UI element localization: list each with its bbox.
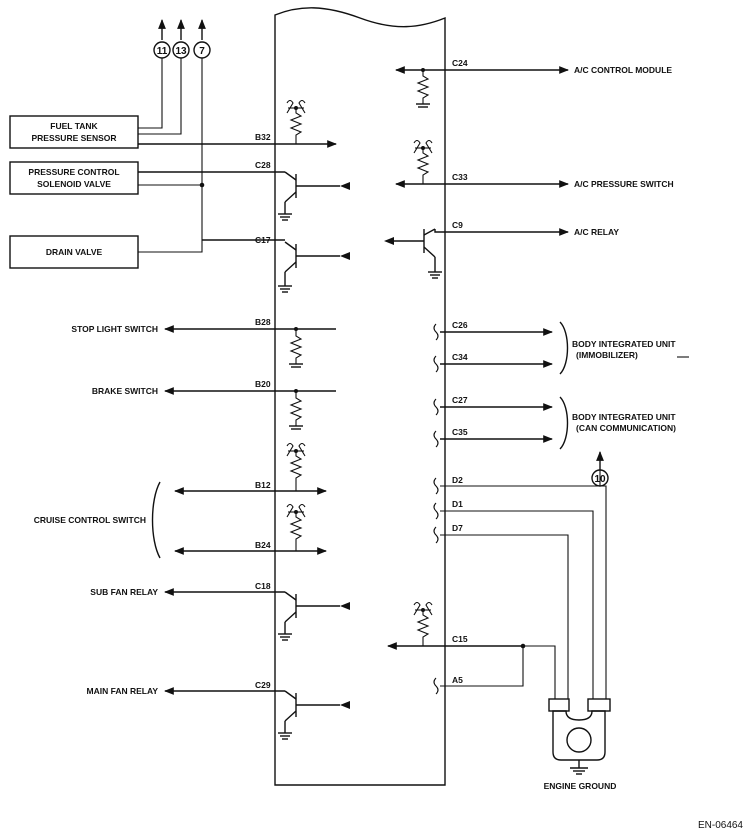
- pin-b12: B12: [255, 480, 271, 490]
- pullup-resistor-b24: [286, 503, 306, 551]
- pulldown-resistor-c24: [416, 68, 430, 108]
- cruise-control-bracket: [151, 481, 161, 559]
- engine-ground-sensor: [548, 698, 611, 775]
- transistor-c9: [384, 228, 442, 279]
- stop-light-switch-label: STOP LIGHT SWITCH: [71, 324, 158, 334]
- pin-c18: C18: [255, 581, 271, 591]
- biu-can-line1: BODY INTEGRATED UNIT: [572, 412, 676, 422]
- ac-pressure-switch-label: A/C PRESSURE SWITCH: [574, 179, 674, 189]
- pullup-resistor-b32: [286, 99, 306, 144]
- top-connectors: 11 13 7: [138, 19, 211, 253]
- ac-relay-label: A/C RELAY: [574, 227, 619, 237]
- pin-b24: B24: [255, 540, 271, 550]
- pullup-resistor-c15: [413, 601, 433, 646]
- engine-ground-label: ENGINE GROUND: [544, 781, 617, 791]
- pin-d2: D2: [452, 475, 463, 485]
- cruise-control-switch-label: CRUISE CONTROL SWITCH: [34, 515, 146, 525]
- pulldown-resistor-b28: [289, 327, 303, 368]
- figure-id: EN-06464: [698, 820, 743, 831]
- connector-10-label: 10: [594, 474, 606, 485]
- biu-immobilizer-lines: [433, 321, 569, 375]
- brake-switch-label: BRAKE SWITCH: [92, 386, 158, 396]
- pin-c17: C17: [255, 235, 271, 245]
- biu-immobilizer-line1: BODY INTEGRATED UNIT: [572, 339, 676, 349]
- pressure-valve-line2: SOLENOID VALVE: [37, 179, 111, 189]
- pin-d7: D7: [452, 523, 463, 533]
- pin-c33: C33: [452, 172, 468, 182]
- transistor-c17: [278, 241, 350, 293]
- drain-valve-box: DRAIN VALVE: [9, 235, 139, 269]
- pin-d1: D1: [452, 499, 463, 509]
- biu-can-line2: (CAN COMMUNICATION): [576, 423, 676, 433]
- biu-immobilizer-line2: (IMMOBILIZER): [576, 350, 638, 360]
- fuel-tank-sensor-line1: FUEL TANK: [50, 121, 98, 131]
- sub-fan-relay-label: SUB FAN RELAY: [90, 587, 158, 597]
- pulldown-resistor-b20: [289, 389, 303, 430]
- transistor-c28: [278, 171, 350, 221]
- pin-b20: B20: [255, 379, 271, 389]
- pressure-control-solenoid-valve-box: PRESSURE CONTROL SOLENOID VALVE: [9, 161, 139, 195]
- pin-c15: C15: [452, 634, 468, 644]
- ac-control-module-label: A/C CONTROL MODULE: [574, 65, 672, 75]
- transistor-c29: [278, 690, 350, 740]
- pin-c28: C28: [255, 160, 271, 170]
- pin-b32: B32: [255, 132, 271, 142]
- pullup-resistor-b12: [286, 442, 306, 491]
- connector-7-label: 7: [199, 46, 205, 57]
- connector-13-label: 13: [175, 46, 187, 57]
- ecm-module-outline: [274, 7, 446, 786]
- d-pin-wiring: 10: [433, 451, 609, 699]
- pin-c29: C29: [255, 680, 271, 690]
- fuel-tank-sensor-line2: PRESSURE SENSOR: [31, 133, 116, 143]
- main-fan-relay-label: MAIN FAN RELAY: [87, 686, 159, 696]
- transistor-c18: [278, 591, 350, 641]
- pressure-valve-line1: PRESSURE CONTROL: [28, 167, 119, 177]
- pin-c34: C34: [452, 352, 468, 362]
- pin-c35: C35: [452, 427, 468, 437]
- biu-can-lines: [433, 396, 569, 450]
- pin-a5: A5: [452, 675, 463, 685]
- pullup-resistor-c33: [413, 139, 433, 184]
- pin-c27: C27: [452, 395, 468, 405]
- pin-b28: B28: [255, 317, 271, 327]
- pin-c24: C24: [452, 58, 468, 68]
- pin-c9: C9: [452, 220, 463, 230]
- pin-c26: C26: [452, 320, 468, 330]
- fuel-tank-pressure-sensor-box: FUEL TANK PRESSURE SENSOR: [9, 115, 139, 149]
- connector-11-label: 11: [157, 46, 168, 57]
- drain-valve-label: DRAIN VALVE: [46, 247, 103, 257]
